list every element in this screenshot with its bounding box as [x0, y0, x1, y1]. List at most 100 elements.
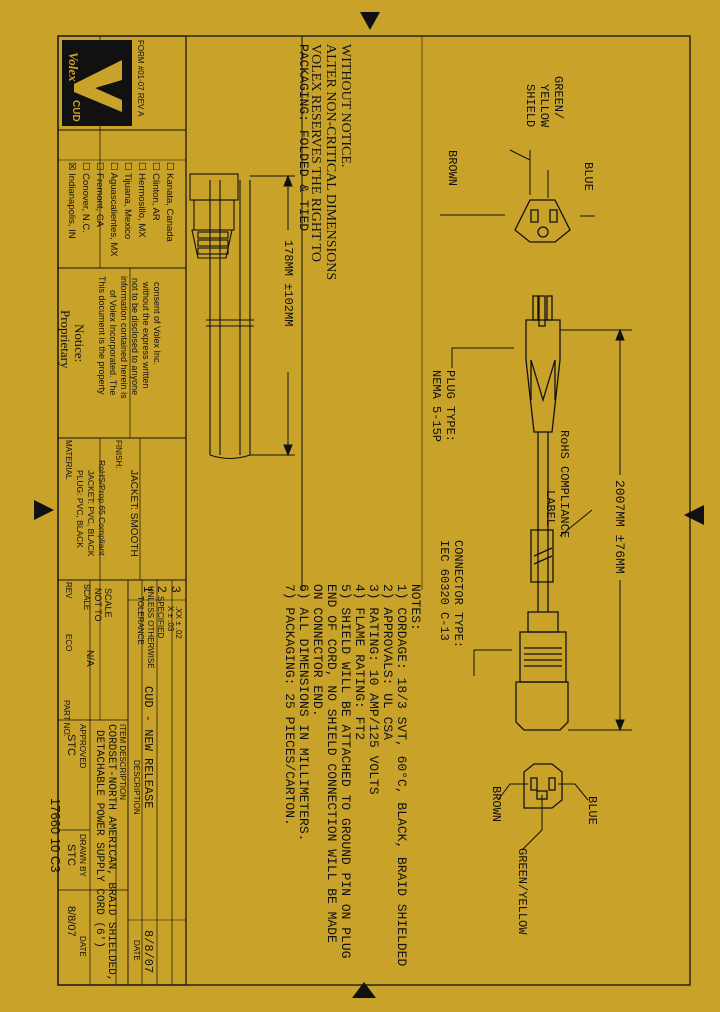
connector-face-leaders: [497, 783, 589, 851]
right-center-arrow: [684, 505, 704, 525]
rohs-label-2: LABEL: [543, 490, 557, 527]
revision-3: 3: [169, 586, 183, 593]
material-line-3: RoHS/Prop 65 Compliant: [97, 460, 107, 556]
bottom-blue-label: BLUE: [585, 796, 599, 825]
note-line-5: 5) SHIELD WILL BE ATTACHED TO GROUND PIN…: [338, 584, 353, 959]
bottom-brown-label: BROWN: [489, 786, 503, 823]
drawn-by-label: DRAWN BY: [78, 834, 87, 877]
proprietary-line-2: of Volex Incorporated. The: [108, 290, 118, 396]
location-name: Hermosillo, MX: [136, 173, 147, 238]
top-ground-label-1: GREEN/: [551, 76, 565, 120]
eco-value: N/A: [84, 650, 95, 667]
tolerance-line-5: .XX ± .02: [174, 606, 183, 639]
note-line-2: 2) APPROVALS: UL CSA: [380, 584, 395, 741]
part-number-display: 17660 10 C3: [48, 798, 63, 873]
tolerance-line-1: TOLERANCE: [136, 596, 145, 645]
drawn-date-value: 8/8/07: [65, 906, 77, 937]
packaging-dimension-label: 178MM ±102MM: [281, 240, 295, 327]
logo-brand: Volex: [66, 52, 81, 82]
location-item: ☐ Conover, N.C.: [80, 162, 91, 233]
left-center-arrow: [34, 500, 54, 520]
note-line-4: 4) FLAME RATING: FT2: [352, 584, 367, 741]
date-label: DATE: [132, 940, 141, 961]
material-label: MATERIAL: [64, 440, 73, 480]
plug-face-diagram: [514, 199, 571, 243]
proprietary-line-6: consent of Volex Inc.: [152, 282, 162, 366]
proprietary-line-4: not to be disclosed to anyone: [130, 278, 140, 396]
checkbox-icon: ☐: [164, 162, 175, 171]
checkbox-icon: ☐: [136, 162, 147, 171]
proprietary-line-3: information contained herein is: [119, 276, 129, 399]
item-description-line-1: CORDSET-NORTH AMERICAN, BRAID SHIELDED,: [105, 724, 117, 982]
approved-label: APPROVED: [78, 724, 87, 769]
material-line-2: JACKET: PVC, BLACK: [86, 470, 96, 557]
location-name: Fremont, CA: [94, 173, 105, 228]
location-name: Indianapolis, IN: [66, 173, 77, 239]
finish-label: FINISH:: [114, 440, 123, 469]
note-line-7: ON CONNECTOR END.: [310, 584, 325, 717]
callout-leaders: [451, 347, 593, 676]
location-item: ☐ Tijuana, Mexico: [122, 162, 133, 239]
note-line-8: 6) ALL DIMENSIONS IN MILLIMETERS.: [296, 584, 311, 842]
proprietary-line-5: without the express written: [141, 282, 151, 389]
bottom-center-arrow: [352, 982, 376, 998]
rohs-label-1: RoHS COMPLIANCE: [557, 430, 571, 539]
location-item: ☐ Fremont, CA: [94, 162, 105, 228]
connector-type-label-1: CONNECTOR TYPE:: [451, 540, 465, 649]
overall-length-dimension: [560, 328, 632, 732]
top-brown-label: BROWN: [445, 150, 459, 187]
scale-value-1: NOT TO: [93, 588, 103, 622]
part-number-label: PART NO.: [62, 700, 71, 737]
item-description-label: ITEM DESCRIPTION: [118, 724, 127, 801]
top-center-arrow: [360, 12, 380, 30]
cord-assembly: [515, 295, 569, 731]
checkbox-icon: ☐: [94, 162, 105, 171]
packaging-dimension-line: [250, 174, 295, 457]
proprietary-title-1: Proprietary: [58, 310, 73, 369]
scale-label: SCALE: [82, 584, 91, 611]
top-ground-label-2: YELLOW: [537, 84, 551, 128]
item-description-line-2: DETACHABLE POWER SUPPLY CORD (6'): [93, 730, 105, 948]
top-blue-label: BLUE: [581, 162, 595, 191]
rev-label: REV: [64, 582, 73, 599]
drawn-date-label: DATE: [78, 936, 87, 957]
checkbox-icon: ☒: [66, 162, 77, 171]
disclaimer-line-3: WITHOUT NOTICE.: [338, 44, 353, 168]
top-ground-label-3: SHIELD: [523, 84, 537, 128]
revision-date: 8/8/07: [141, 930, 155, 974]
material-line-1: PLUG: PVC, BLACK: [75, 470, 85, 548]
checkbox-icon: ☐: [108, 162, 119, 171]
plug-type-label-2: NEMA 5-15P: [429, 370, 443, 443]
revision-description: CUD - NEW RELEASE: [141, 686, 155, 809]
tolerance-line-3: SPECIFIED: [156, 596, 165, 639]
plug-type-label-1: PLUG TYPE:: [443, 370, 457, 443]
location-list: ☒ Indianapolis, IN ☐ Conover, N.C. ☐ Fre…: [60, 160, 184, 268]
proprietary-line-1: This document is the property: [97, 276, 107, 395]
checkbox-icon: ☐: [80, 162, 91, 171]
packaging-diagram: [189, 173, 254, 460]
packaging-title: PACKAGING: FOLDED & TIED: [296, 44, 311, 232]
connector-face-diagram: [523, 763, 563, 809]
connector-type-label-2: IEC 60320 C-13: [437, 540, 451, 641]
approved-value: STC: [65, 734, 77, 756]
note-line-6: END OF CORD, NO SHIELD CONNECTION WILL B…: [324, 584, 339, 943]
location-item: ☐ Hermosillo, MX: [136, 162, 147, 238]
form-number: FORM #01-07 REV A: [136, 40, 145, 117]
tolerance-line-2: UNLESS OTHERWISE: [146, 586, 155, 669]
note-line-3: 3) RATING: 10 AMP/125 VOLTS: [366, 584, 381, 795]
plug-face-leaders: [440, 149, 595, 217]
revision-2: 2: [155, 586, 169, 593]
location-item: ☒ Indianapolis, IN: [66, 162, 77, 239]
note-line-9: 7) PACKAGING: 25 PIECES/CARTON.: [282, 584, 297, 826]
location-name: Kanata, Canada: [164, 173, 175, 242]
tolerance-line-4: X ± .03: [166, 606, 175, 632]
drawn-by-value: STC: [65, 844, 77, 866]
checkbox-icon: ☐: [150, 162, 161, 171]
scale-value-2: SCALE: [103, 588, 113, 618]
location-item: ☐ Kanata, Canada: [164, 162, 175, 242]
revision-1: 1: [141, 586, 155, 593]
